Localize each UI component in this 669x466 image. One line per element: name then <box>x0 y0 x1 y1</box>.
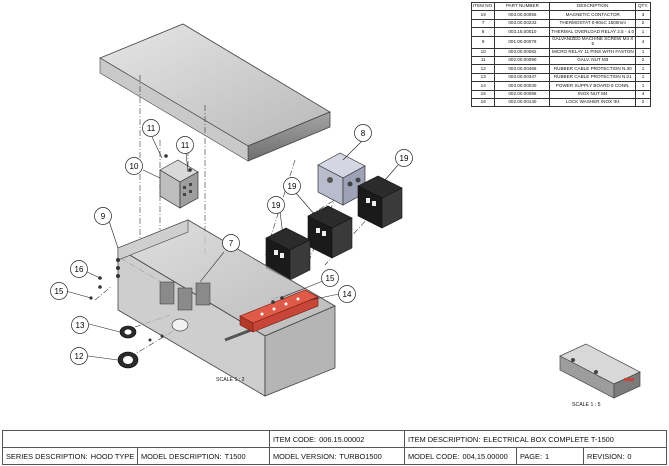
title-block: ITEM CODE: 006.15.00002 ITEM DESCRIPTION… <box>2 430 667 465</box>
svg-text:19: 19 <box>400 154 409 163</box>
model-description-cell: MODEL DESCRIPTION: T1500 <box>137 448 269 464</box>
bom-item: 8 <box>470 27 496 37</box>
bom-part: 002.00.00140 <box>494 97 551 108</box>
item-code-value: 006.15.00002 <box>319 434 365 444</box>
bom-qty: 2 <box>635 97 652 108</box>
svg-text:11: 11 <box>147 124 156 133</box>
svg-text:19: 19 <box>272 201 281 210</box>
svg-text:19: 19 <box>288 182 297 191</box>
svg-text:11: 11 <box>181 141 190 150</box>
balloon-10: 10 <box>125 157 143 175</box>
item-code-label: ITEM CODE: <box>273 434 317 444</box>
balloon-15: 15 <box>321 269 339 287</box>
balloon-15: 15 <box>50 282 68 300</box>
page-label: PAGE: <box>520 451 543 461</box>
model-version-cell: MODEL VERSION: TURBO1500 <box>269 448 404 464</box>
rubber-cable-protection <box>119 325 137 339</box>
series-description-label: SERIES DESCRIPTION: <box>6 451 88 461</box>
bom-table: ITEM NO. PART NUMBER DESCRIPTION QTY. 19… <box>470 1 652 108</box>
exploded-assembly-drawing: 8 19 19 19 11 11 10 9 7 16 15 15 14 13 1… <box>50 23 641 399</box>
lid-cover <box>99 23 331 162</box>
page-cell: PAGE: 1 <box>516 448 583 464</box>
model-description-value: T1500 <box>224 451 246 461</box>
model-code-cell: MODEL CODE: 004,15.00000 <box>404 448 516 464</box>
magnetic-contactor <box>357 175 403 229</box>
hardware-nuts <box>89 154 284 342</box>
balloon-19: 19 <box>395 149 413 167</box>
revision-label: REVISION: <box>587 451 625 461</box>
bom-item: 16 <box>470 97 496 108</box>
item-code-cell: ITEM CODE: 006.15.00002 <box>269 431 404 447</box>
bom-qty: 1 <box>635 27 652 37</box>
model-description-label: MODEL DESCRIPTION: <box>141 451 222 461</box>
svg-text:15: 15 <box>326 274 335 283</box>
micro-relay <box>159 159 199 209</box>
item-description-label: ITEM DESCRIPTION: <box>408 434 481 444</box>
series-description-value: HOOD TYPE <box>90 451 135 461</box>
balloon-leaders <box>65 136 399 361</box>
balloon-14: 14 <box>338 285 356 303</box>
scale-label-main: SCALE 1 : 2 <box>216 377 245 383</box>
balloon-16: 16 <box>70 260 88 278</box>
balloon-19: 19 <box>283 177 301 195</box>
balloon-7: 7 <box>222 234 240 252</box>
svg-text:15: 15 <box>55 287 64 296</box>
title-block-row: SERIES DESCRIPTION: HOOD TYPE MODEL DESC… <box>3 447 666 464</box>
model-version-label: MODEL VERSION: <box>273 451 337 461</box>
bom-header-row: ITEM NO. PART NUMBER DESCRIPTION QTY. <box>470 1 652 12</box>
title-block-row: ITEM CODE: 006.15.00002 ITEM DESCRIPTION… <box>3 431 666 447</box>
rubber-cable-protection <box>117 351 139 369</box>
svg-text:12: 12 <box>75 352 84 361</box>
power-supply-board <box>239 289 319 333</box>
svg-text:9: 9 <box>101 212 106 221</box>
magnetic-contactor <box>307 205 353 259</box>
balloon-11: 11 <box>176 136 194 154</box>
balloon-9: 9 <box>94 207 112 225</box>
svg-text:7: 7 <box>229 239 234 248</box>
svg-text:8: 8 <box>361 129 366 138</box>
svg-text:10: 10 <box>130 162 139 171</box>
balloon-19: 19 <box>267 196 285 214</box>
balloon-11: 11 <box>142 119 160 137</box>
balloon-12: 12 <box>70 347 88 365</box>
bom-part: 003.15.00010 <box>494 27 551 37</box>
revision-cell: REVISION: 0 <box>583 448 666 464</box>
detail-view-assembled <box>559 343 641 399</box>
model-version-value: TURBO1500 <box>339 451 382 461</box>
svg-text:16: 16 <box>75 265 84 274</box>
revision-value: 0 <box>627 451 632 461</box>
scale-label-detail: SCALE 1 : 5 <box>572 402 601 408</box>
svg-text:14: 14 <box>343 290 352 299</box>
series-description-cell: SERIES DESCRIPTION: HOOD TYPE <box>3 448 137 464</box>
item-description-value: ELECTRICAL BOX COMPLETE T-1500 <box>483 434 614 444</box>
page-value: 1 <box>545 451 550 461</box>
svg-text:13: 13 <box>76 321 85 330</box>
balloon-13: 13 <box>71 316 89 334</box>
balloon-8: 8 <box>354 124 372 142</box>
model-code-value: 004,15.00000 <box>462 451 508 461</box>
model-code-label: MODEL CODE: <box>408 451 460 461</box>
item-description-cell: ITEM DESCRIPTION: ELECTRICAL BOX COMPLET… <box>404 431 666 447</box>
